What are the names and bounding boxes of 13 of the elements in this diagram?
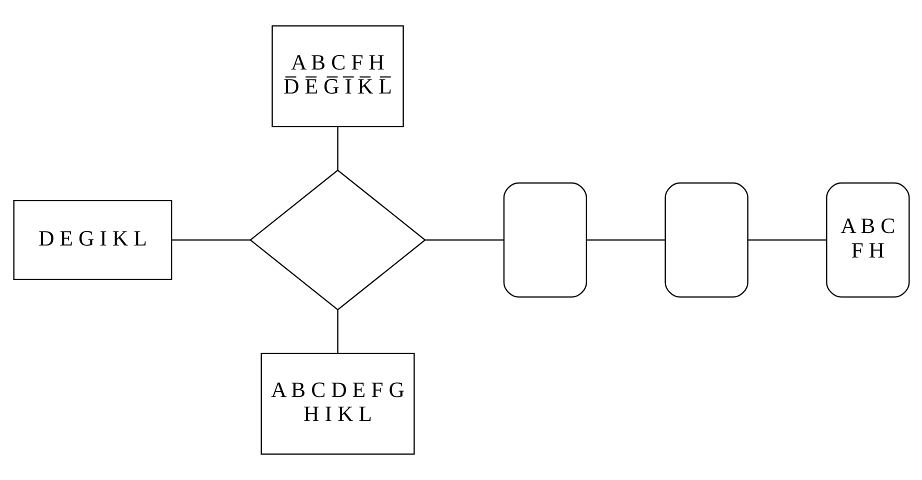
node-box: D E G I K L xyxy=(12,200,172,280)
node-box: A B C F H D̅ E̅ G̅ I̅ K̅ L̅ xyxy=(271,25,404,128)
connector xyxy=(171,239,250,241)
connector xyxy=(747,239,826,241)
connector xyxy=(336,126,338,170)
node-box: A B C F H xyxy=(826,182,910,298)
node-box xyxy=(502,182,587,298)
node-box: A B C D E F G H I K L xyxy=(260,352,414,455)
connector xyxy=(424,239,504,241)
node-diamond xyxy=(248,169,426,311)
connector xyxy=(336,310,338,354)
node-box xyxy=(664,182,748,298)
connector xyxy=(586,239,665,241)
